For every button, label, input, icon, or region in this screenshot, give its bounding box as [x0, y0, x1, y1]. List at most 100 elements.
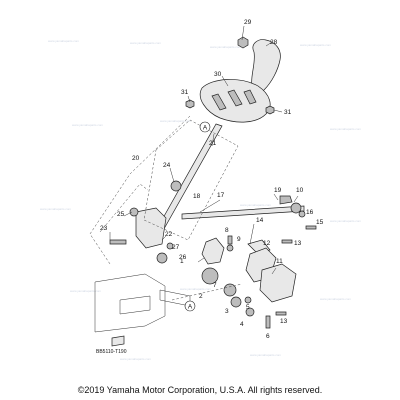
callout-label: 23 [100, 225, 108, 232]
shift-knob-assembly [185, 36, 281, 123]
frame-section [94, 273, 191, 347]
callout-label: 31 [284, 109, 292, 116]
cover-bolt-right [265, 105, 275, 115]
reference-box [89, 115, 191, 265]
shift-shaft [181, 205, 305, 220]
cover-bolt-left [185, 99, 195, 109]
callout-label: 3 [225, 308, 229, 315]
callout-label: 30 [214, 71, 222, 78]
callout-label: 13 [294, 240, 302, 247]
watermark-text: www.yamahaparts.com [330, 127, 362, 131]
watermarks: www.yamahaparts.com www.yamahaparts.com … [40, 39, 362, 361]
reference-marker [184, 300, 196, 312]
bolt-13 [275, 311, 287, 316]
shift-knob [251, 39, 281, 93]
watermark-text: www.yamahaparts.com [72, 123, 104, 127]
callout-label: 15 [316, 219, 324, 226]
frame-link [171, 283, 243, 301]
watermark-text: www.yamahaparts.com [300, 43, 332, 47]
callout-label: 27 [172, 244, 180, 251]
callout-label: A [203, 125, 208, 132]
frame-mount [111, 335, 125, 347]
callout-label: 29 [244, 19, 252, 26]
callout-labels: 29 28 30 31 31 A 21 20 24 18 17 19 10 16… [100, 19, 324, 340]
bolt-6 [265, 315, 271, 329]
watermark-text: www.yamahaparts.com [160, 119, 192, 123]
watermark-text: www.yamahaparts.com [130, 41, 162, 45]
watermark-text: www.yamahaparts.com [210, 45, 242, 49]
watermark-text: www.yamahaparts.com [40, 207, 72, 211]
leader [241, 25, 245, 41]
spring-detail [170, 180, 182, 192]
seal-5 [244, 296, 252, 304]
callout-label: 6 [266, 333, 270, 340]
gear-2 [201, 267, 219, 285]
leader [293, 195, 299, 203]
bolt-23 [109, 239, 127, 245]
callout-label: 4 [240, 321, 244, 328]
callout-label: 10 [296, 187, 304, 194]
leader [123, 211, 133, 217]
callout-label: A [188, 304, 193, 311]
shift-shaft-end [290, 202, 302, 214]
o-ring-9 [226, 244, 234, 252]
callout-label: 28 [270, 39, 278, 46]
frame-outline [94, 273, 191, 333]
bolt-13-upper [281, 239, 293, 244]
collar-27 [166, 242, 174, 250]
callout-label: 12 [263, 240, 271, 247]
reference-markers [184, 121, 211, 312]
callout-label: 2 [199, 293, 203, 300]
callout-label: 9 [237, 236, 241, 243]
washer-26 [156, 252, 168, 264]
callout-label: 21 [209, 140, 217, 147]
leader [199, 199, 221, 213]
callout-label: 14 [256, 217, 264, 224]
copyright-notice: ©2019 Yamaha Motor Corporation, U.S.A. A… [77, 385, 323, 395]
shift-lever-assembly [109, 123, 317, 264]
callout-label: 13 [280, 318, 288, 325]
callout-label: 19 [274, 187, 282, 194]
transfer-lever-assembly [201, 235, 297, 329]
housing-11 [259, 263, 297, 303]
callout-label: 16 [306, 209, 314, 216]
callout-label: 18 [193, 193, 201, 200]
callout-label: 20 [132, 155, 140, 162]
watermark-text: www.yamahaparts.com [250, 353, 282, 357]
leader [273, 109, 283, 113]
washer-4 [245, 307, 255, 317]
lever-group-outline [99, 119, 239, 241]
watermark-text: www.yamahaparts.com [48, 39, 80, 43]
leader [197, 257, 205, 263]
callout-label: 24 [163, 162, 171, 169]
leader [187, 95, 191, 103]
leader [221, 75, 229, 87]
leader [265, 41, 273, 47]
leader [161, 235, 167, 241]
leader [169, 167, 175, 183]
collar-3 [230, 296, 242, 308]
gear-7 [223, 283, 237, 297]
watermark-text: www.yamahaparts.com [70, 289, 102, 293]
leader [271, 267, 277, 275]
watermark-text: www.yamahaparts.com [240, 203, 272, 207]
callout-label: 7 [213, 282, 217, 289]
leader [249, 223, 255, 245]
callout-label: 17 [217, 192, 225, 199]
callout-label: 1 [180, 258, 184, 265]
watermark-text: www.yamahaparts.com [120, 357, 152, 361]
bushing-25 [129, 207, 139, 217]
bracket-1 [201, 237, 225, 265]
cover-slot [211, 89, 257, 111]
shaft-8 [227, 235, 233, 245]
bolt-15 [305, 225, 317, 230]
callout-label: 8 [225, 227, 229, 234]
watermark-text: www.yamahaparts.com [320, 297, 352, 301]
dashed-outlines [89, 115, 243, 301]
watermark-text: www.yamahaparts.com [180, 287, 212, 291]
callout-label: 25 [117, 211, 125, 218]
callout-label: 5 [246, 304, 250, 311]
callout-label: 31 [181, 89, 189, 96]
callout-label: 26 [179, 254, 187, 261]
